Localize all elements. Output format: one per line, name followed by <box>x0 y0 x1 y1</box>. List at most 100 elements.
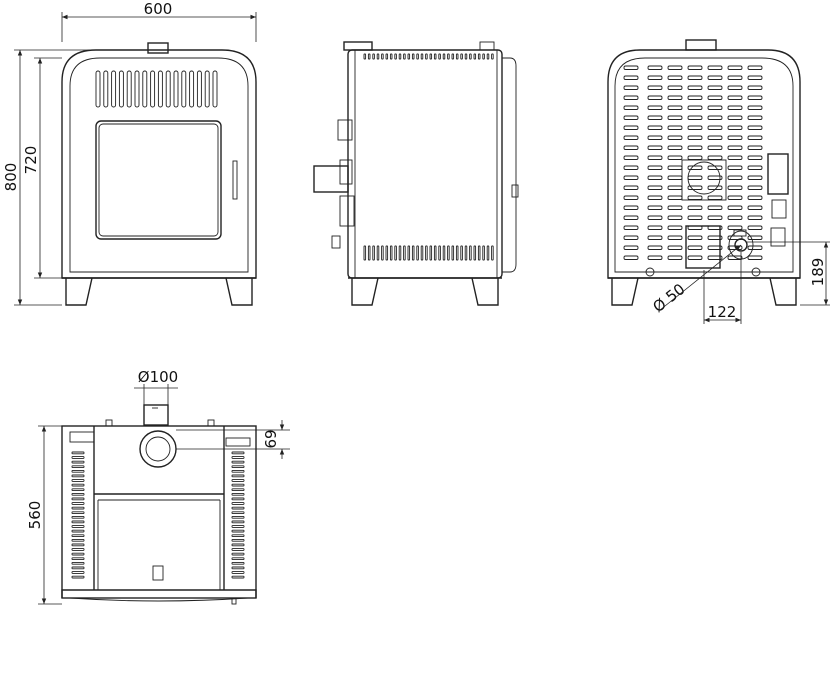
back-grille-slot <box>747 245 763 250</box>
back-grille-slot <box>727 75 743 80</box>
side-vent-bottom <box>420 245 424 261</box>
back-grille-slot <box>623 65 639 70</box>
back-grille-slot <box>707 125 723 130</box>
top-vent-right <box>231 543 245 547</box>
side-vent-bottom <box>433 245 437 261</box>
back-grille-slot <box>667 185 683 190</box>
back-grille-slot <box>623 95 639 100</box>
back-grille-slot <box>747 235 763 240</box>
top-vent-left <box>71 474 85 478</box>
top-vent-right <box>231 460 245 464</box>
back-grille-slot <box>623 165 639 170</box>
back-grille-slot <box>647 155 663 160</box>
back-grille-slot <box>647 65 663 70</box>
back-grille-slot <box>687 125 703 130</box>
side-vent-top <box>464 53 468 60</box>
front-grille-slot <box>196 70 202 108</box>
back-grille-slot <box>707 85 723 90</box>
back-grille-slot <box>727 105 743 110</box>
top-vent-left <box>71 538 85 542</box>
top-vent-right <box>231 451 245 455</box>
back-grille-slot <box>667 75 683 80</box>
top-vent-left <box>71 571 85 574</box>
back-grille-slot <box>623 145 639 150</box>
back-grille <box>623 65 763 260</box>
side-vent-bottom <box>442 245 446 261</box>
side-vent-bottom <box>403 245 406 261</box>
back-grille-slot <box>687 185 703 190</box>
top-vent-right <box>231 474 245 478</box>
side-vent-top <box>486 53 490 60</box>
back-grille-slot <box>667 225 683 230</box>
back-grille-slot <box>687 85 703 90</box>
top-vent-left <box>71 511 85 515</box>
back-grille-slot <box>747 225 763 230</box>
back-grille-slot <box>707 105 723 110</box>
back-grille-slot <box>687 95 703 100</box>
back-grille-slot <box>647 195 663 200</box>
dim-back-outlet-height: 189 <box>809 258 827 287</box>
back-grille-slot <box>647 125 663 130</box>
top-vent-left <box>71 465 85 469</box>
back-grille-slot <box>727 125 743 130</box>
back-grille-slot <box>747 185 763 190</box>
back-grille-slot <box>707 75 723 80</box>
side-vent-top <box>451 53 455 60</box>
side-vent-top <box>425 53 428 60</box>
side-vents <box>363 53 494 261</box>
back-grille-slot <box>747 215 763 220</box>
top-vent-right <box>231 515 245 519</box>
side-vent-top <box>455 53 459 60</box>
back-grille-slot <box>747 165 763 170</box>
back-grille-slot <box>707 155 723 160</box>
top-vent-right <box>231 506 245 510</box>
back-grille-slot <box>667 105 683 110</box>
back-grille-slot <box>727 65 743 70</box>
side-vent-top <box>398 53 402 60</box>
back-grille-slot <box>623 75 639 80</box>
back-grille-slot <box>667 125 683 130</box>
back-grille-slot <box>687 155 703 160</box>
side-vent-bottom <box>469 245 472 261</box>
top-vent-left <box>71 566 85 570</box>
back-grille-slot <box>647 185 663 190</box>
top-vent-right <box>231 566 245 570</box>
back-grille-slot <box>687 175 703 180</box>
top-vent-right <box>231 575 245 579</box>
back-grille-slot <box>687 215 703 220</box>
back-grille-slot <box>747 115 763 120</box>
side-vent-bottom <box>491 245 494 261</box>
back-grille-slot <box>667 175 683 180</box>
back-grille-slot <box>727 145 743 150</box>
back-grille-slot <box>623 245 639 250</box>
back-grille-slot <box>747 75 763 80</box>
front-grille <box>95 70 218 108</box>
top-vent-left <box>71 534 85 538</box>
back-grille-slot <box>707 115 723 120</box>
side-vent-top <box>411 53 415 60</box>
back-grille-slot <box>747 255 763 260</box>
side-vent-top <box>469 53 472 60</box>
top-vent-left <box>71 575 85 579</box>
back-grille-slot <box>747 85 763 90</box>
back-grille-slot <box>667 195 683 200</box>
side-vent-top <box>429 53 433 60</box>
top-vent-left <box>71 479 85 482</box>
back-grille-slot <box>727 175 743 180</box>
back-grille-slot <box>647 215 663 220</box>
side-vent-bottom <box>367 245 371 261</box>
back-grille-slot <box>747 105 763 110</box>
back-grille-slot <box>747 205 763 210</box>
front-grille-slot <box>189 70 195 108</box>
side-vent-top <box>372 53 375 60</box>
top-vent-right <box>231 497 245 501</box>
side-vent-bottom <box>411 245 415 261</box>
top-vent-right <box>231 525 245 528</box>
top-vent-right <box>231 479 245 482</box>
back-grille-slot <box>747 195 763 200</box>
side-vent-bottom <box>477 245 481 261</box>
back-grille-slot <box>727 195 743 200</box>
dim-front-width: 600 <box>144 0 173 18</box>
side-vent-top <box>447 53 450 60</box>
back-grille-slot <box>647 205 663 210</box>
